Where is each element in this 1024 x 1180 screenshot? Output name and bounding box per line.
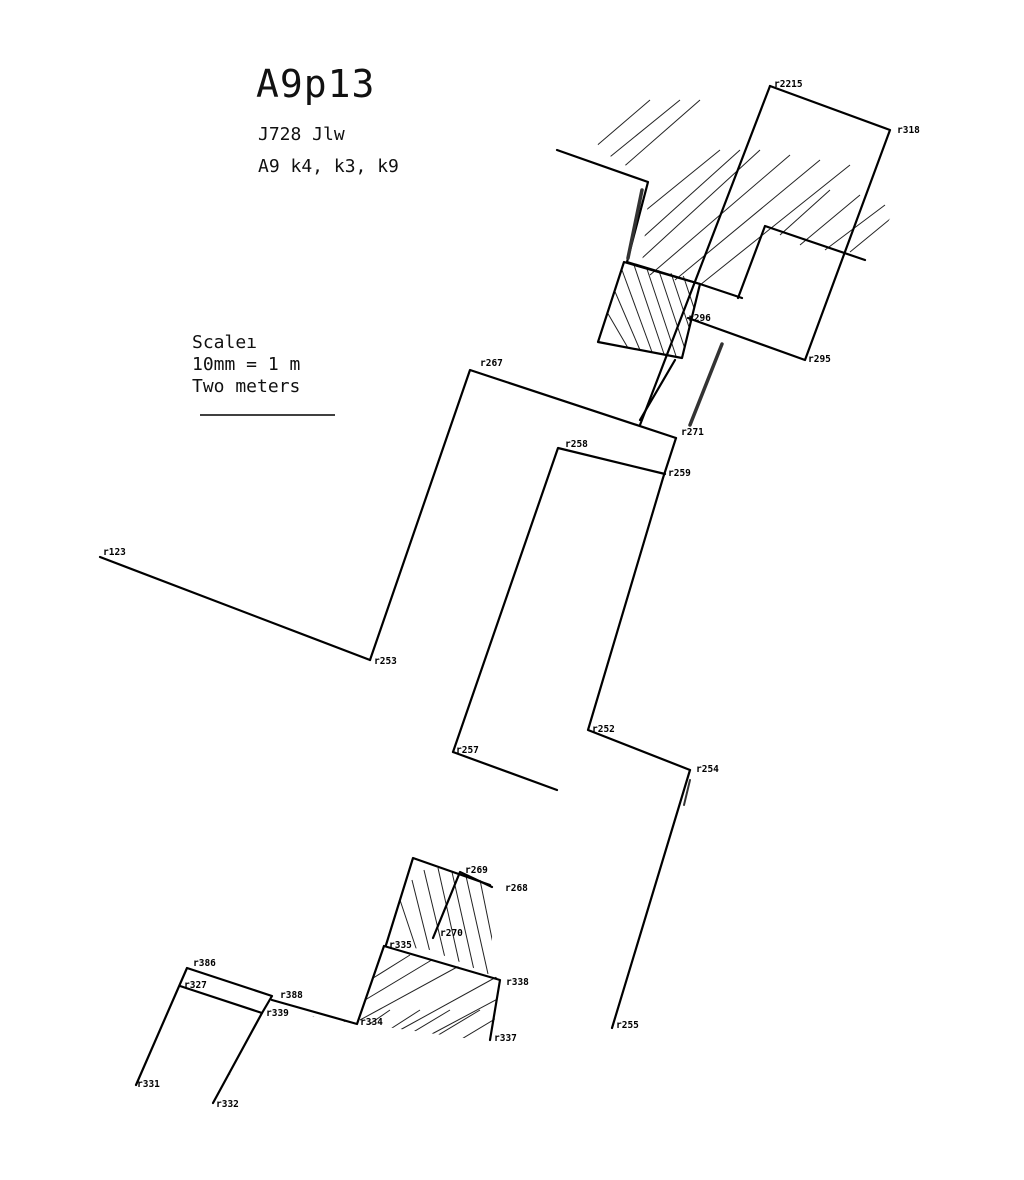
point-label-r268: r268: [505, 883, 528, 894]
wall-small-square: [596, 260, 702, 360]
point-label-r339: r339: [266, 1008, 289, 1019]
point-label-r271: r271: [681, 427, 704, 438]
pencil-mark-3: [683, 779, 691, 806]
scale-ratio: 10mm = 1 m: [192, 354, 301, 375]
point-label-r335: r335: [389, 940, 412, 951]
wall-r339-r332: [211, 1011, 264, 1105]
wall-r258: [451, 446, 667, 754]
scale-label: Scaleı: [192, 332, 258, 353]
point-label-r253: r253: [374, 656, 397, 667]
point-label-r257: r257: [456, 745, 479, 756]
wall-r257-tail: [451, 750, 559, 792]
point-label-r331: r331: [137, 1079, 160, 1090]
point-label-r269: r269: [465, 865, 488, 876]
wall-notch: [736, 224, 867, 300]
point-label-r318: r318: [897, 125, 920, 136]
wall-r386-box: [134, 966, 274, 1087]
wall-big-parallelogram: [686, 84, 892, 362]
scale-length: Two meters: [192, 376, 301, 397]
pencil-mark-1: [626, 188, 644, 260]
point-label-r332: r332: [216, 1099, 239, 1110]
point-label-r258: r258: [565, 439, 588, 450]
wall-r267: [368, 368, 678, 662]
pencil-mark-2: [688, 342, 724, 427]
wall-r335-r338: [382, 944, 502, 1042]
wall-r269: [384, 856, 492, 947]
hatch-middle: [399, 867, 495, 975]
point-label-r252: r252: [592, 724, 615, 735]
point-label-r327: r327: [184, 980, 207, 991]
point-label-r295: r295: [808, 354, 831, 365]
point-label-r386: r386: [193, 958, 216, 969]
wall-big-parallelogram-left: [638, 84, 772, 427]
wall-r259-r252: [586, 436, 692, 772]
point-label-r267: r267: [480, 358, 503, 369]
wall-r254-r255: [610, 768, 692, 1030]
wall-connector: [638, 358, 677, 422]
point-label-r2215: r2215: [774, 79, 803, 90]
point-label-r338: r338: [506, 977, 529, 988]
hatch-small-square: [599, 264, 700, 358]
page-title: A9p13: [256, 62, 376, 106]
wall-r334: [270, 944, 386, 1026]
point-label-r255: r255: [616, 1020, 639, 1031]
point-label-r388: r388: [280, 990, 303, 1001]
site-code: J728 Jlw: [258, 124, 345, 145]
point-label-r123: r123: [103, 547, 126, 558]
point-label-r254: r254: [696, 764, 719, 775]
wall-r270: [431, 870, 494, 940]
point-label-r334: r334: [360, 1017, 383, 1028]
point-label-r296: r296: [688, 313, 711, 324]
point-label-r259: r259: [668, 468, 691, 479]
wall-r123-r253: [98, 555, 372, 662]
point-label-r270: r270: [440, 928, 463, 939]
context-list: A9 k4, k3, k9: [258, 156, 399, 177]
point-label-r337: r337: [494, 1033, 517, 1044]
